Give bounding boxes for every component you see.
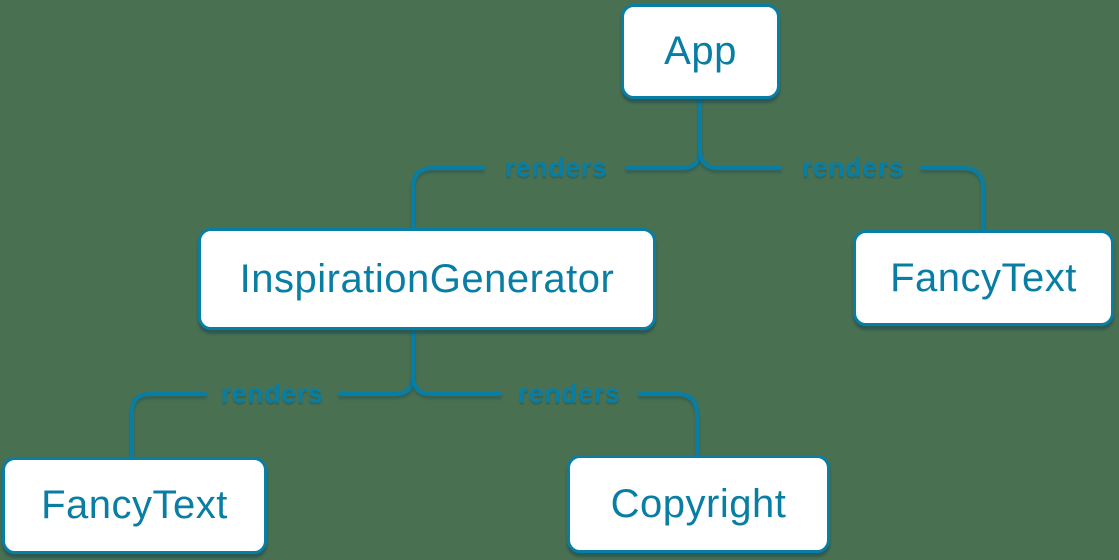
node-inspiration-generator-label: InspirationGenerator [239, 256, 615, 301]
node-inspiration-generator: InspirationGenerator [198, 228, 656, 330]
edge-label-renders-inspiration-generator-copyright: renders [517, 378, 621, 409]
node-fancy-text-bottom-label: FancyText [41, 483, 228, 527]
edge-app-to-fancy-text-top [698, 148, 985, 233]
edge-label-renders-app-inspiration-generator: renders [504, 152, 608, 183]
edge-label-renders-app-fancy-text: renders [801, 152, 905, 183]
node-copyright-label: Copyright [610, 481, 787, 526]
edge-inspiration-generator-to-copyright [411, 374, 699, 458]
node-app-label: App [664, 29, 737, 73]
edge-label-renders-inspiration-generator-fancy-text: renders [220, 378, 324, 409]
node-fancy-text-top: FancyText [853, 230, 1114, 326]
node-fancy-text-top-label: FancyText [890, 255, 1077, 300]
node-fancy-text-bottom: FancyText [2, 457, 267, 554]
node-copyright: Copyright [567, 455, 830, 553]
node-app: App [621, 4, 780, 99]
